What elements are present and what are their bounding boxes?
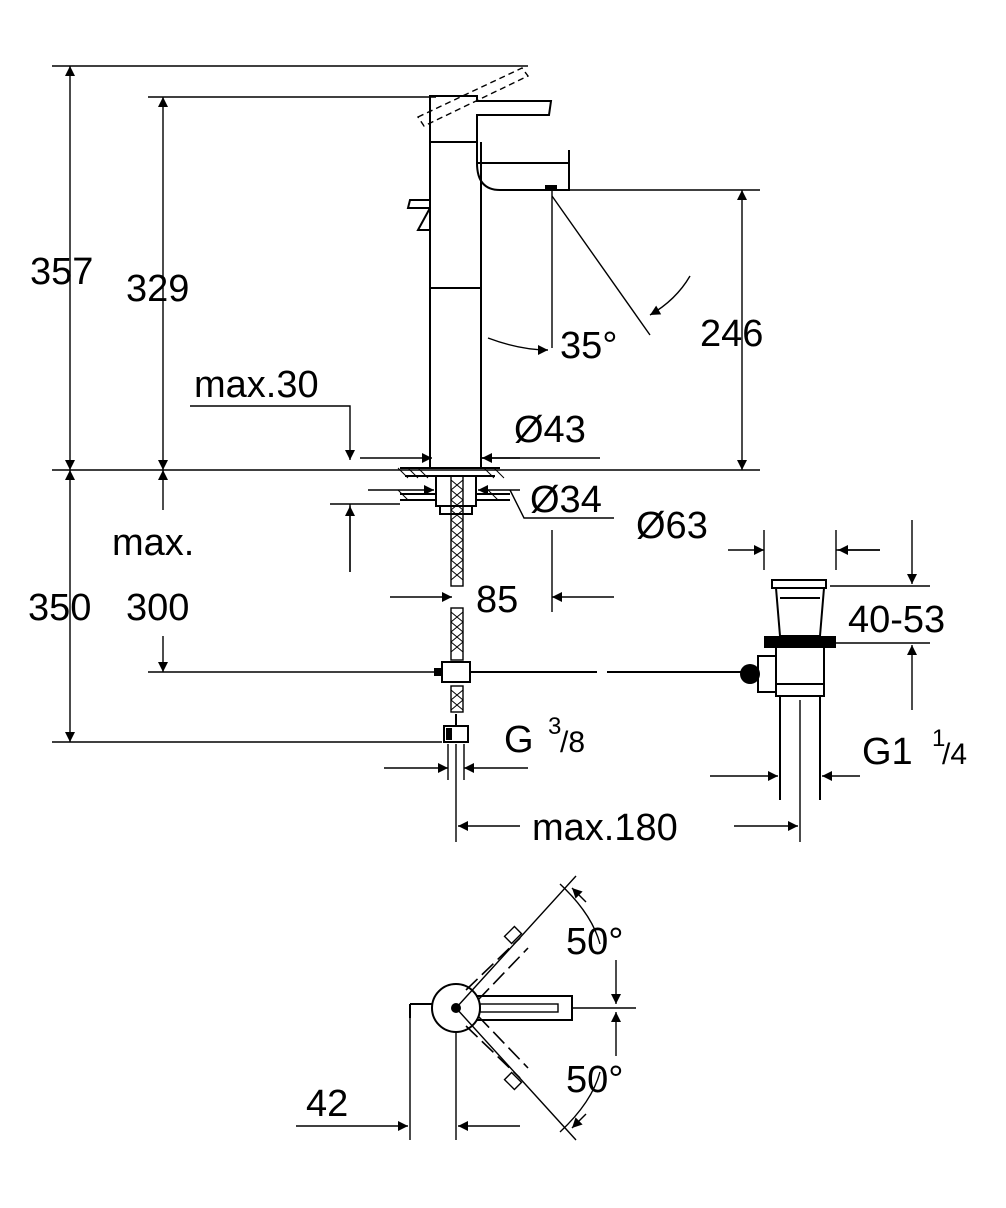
dim-g-3-8: G bbox=[504, 719, 534, 761]
faucet-body bbox=[397, 67, 742, 743]
dim-42: 42 bbox=[306, 1083, 348, 1125]
dim-diameter-43: Ø43 bbox=[514, 409, 586, 451]
dim-357: 357 bbox=[30, 251, 93, 293]
dim-50-degrees-bottom: 50° bbox=[566, 1059, 623, 1101]
pop-up-drain bbox=[740, 579, 836, 800]
dim-g-3-8-sub: /8 bbox=[560, 726, 585, 759]
dim-g1-1-4-sup: 1 bbox=[932, 725, 945, 752]
dim-g1-1-4-sub: /4 bbox=[942, 738, 967, 771]
dim-35-degrees: 35° bbox=[560, 325, 617, 367]
dim-diameter-63: Ø63 bbox=[636, 505, 708, 547]
supply-hose bbox=[434, 475, 471, 743]
dim-diameter-34: Ø34 bbox=[530, 479, 602, 521]
top-view-handle bbox=[296, 875, 636, 1141]
dim-300: 300 bbox=[126, 587, 189, 629]
dim-350: 350 bbox=[28, 587, 91, 629]
dim-50-degrees-top: 50° bbox=[566, 921, 623, 963]
dim-g1-1-4: G1 bbox=[862, 731, 913, 773]
dim-40-53: 40-53 bbox=[848, 599, 945, 641]
dimension-lines bbox=[52, 65, 930, 842]
dim-85: 85 bbox=[476, 579, 518, 621]
dim-246: 246 bbox=[700, 313, 763, 355]
dim-329: 329 bbox=[126, 268, 189, 310]
dim-max-30: max.30 bbox=[194, 364, 319, 406]
dim-max: max. bbox=[112, 522, 194, 564]
dim-max-180: max.180 bbox=[532, 807, 678, 849]
dim-g-3-8-sup: 3 bbox=[548, 713, 561, 740]
